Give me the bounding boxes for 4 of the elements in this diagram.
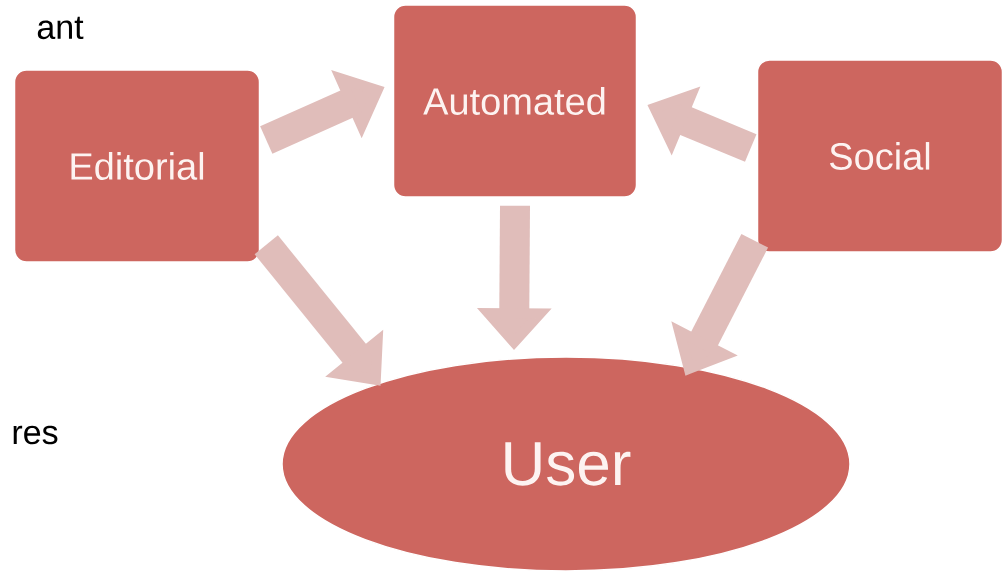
process-box: Social [756,59,1004,253]
process-box: Automated [392,4,638,198]
text-fragment: res [13,425,58,445]
process-box: Editorial [13,69,261,263]
